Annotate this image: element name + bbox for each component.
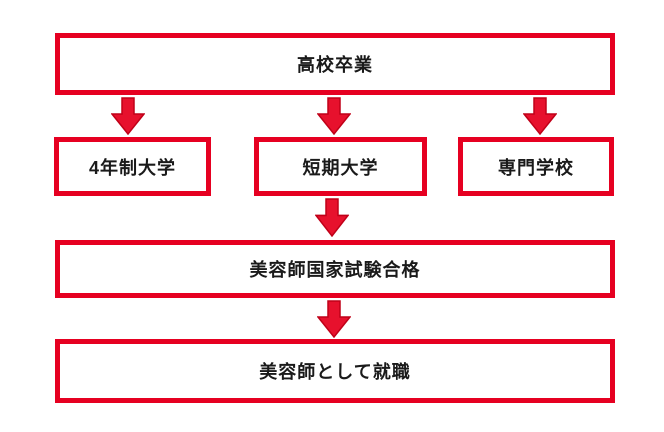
node-label: 高校卒業	[297, 55, 373, 75]
node-label: 専門学校	[498, 157, 574, 178]
down-arrow-icon	[317, 300, 351, 338]
down-arrow-icon	[315, 198, 349, 237]
node-junior-college: 短期大学	[254, 137, 427, 196]
node-employment-as-beautician: 美容師として就職	[55, 339, 615, 403]
node-high-school-graduation: 高校卒業	[55, 33, 615, 95]
down-arrow-icon	[111, 97, 145, 135]
down-arrow-icon	[317, 97, 351, 135]
node-label: 美容師として就職	[259, 362, 411, 382]
down-arrow-icon	[523, 97, 557, 135]
node-vocational-school: 専門学校	[458, 137, 614, 196]
node-label: 短期大学	[302, 157, 379, 178]
node-national-exam-pass: 美容師国家試験合格	[55, 240, 615, 298]
node-label: 4年制大学	[88, 157, 176, 178]
node-four-year-university: 4年制大学	[54, 137, 211, 196]
node-label: 美容師国家試験合格	[249, 260, 421, 280]
